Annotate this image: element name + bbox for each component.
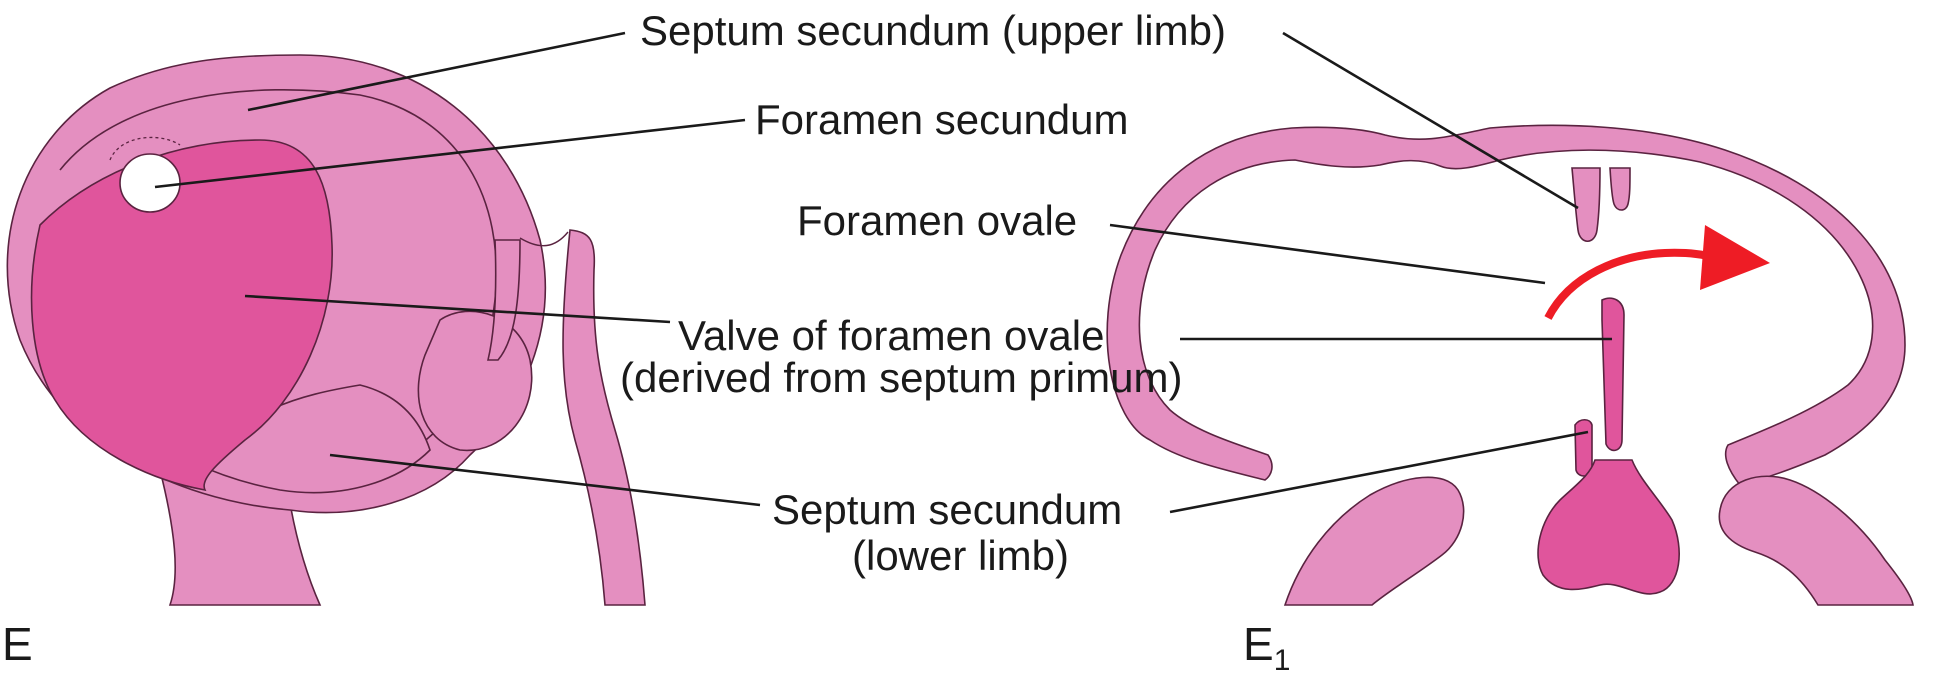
lower-left-mass — [1283, 476, 1465, 606]
lower-right-mass — [1718, 475, 1914, 606]
blood-flow-arrow-icon — [1544, 248, 1719, 320]
septum-primum-flap — [1601, 297, 1625, 452]
label-septum-secundum-lower-line1: Septum secundum — [772, 486, 1122, 533]
heart-interior-view — [6, 54, 646, 606]
valve-of-foramen-ovale-shape — [30, 139, 333, 492]
panel-label-e: E — [2, 618, 33, 670]
right-wall-strip — [486, 239, 521, 361]
panel-labels: E E1 — [2, 618, 1290, 675]
leader-septum-upper-left — [247, 31, 626, 112]
lower-limb-stub — [1574, 418, 1593, 477]
leader-foramen-secundum — [154, 118, 746, 189]
leader-foramen-ovale — [1109, 223, 1546, 285]
s-shaped-tube — [562, 229, 646, 606]
foramen-dashed-rim — [109, 136, 181, 161]
heart-section-view — [1106, 124, 1914, 606]
panel-label-e1: E1 — [1243, 618, 1290, 675]
leader-lines — [154, 31, 1612, 514]
septum-lobe — [417, 310, 533, 452]
label-foramen-ovale: Foramen ovale — [797, 197, 1077, 244]
leader-septum-upper-right — [1282, 31, 1579, 210]
label-septum-secundum-upper: Septum secundum (upper limb) — [640, 7, 1226, 54]
leader-septum-lower-left — [329, 453, 761, 507]
label-valve-line1: Valve of foramen ovale — [678, 312, 1104, 359]
panel-label-e1-main: E — [1243, 618, 1274, 670]
upper-limb-drop — [1571, 167, 1601, 243]
panel-label-e1-sub: 1 — [1274, 644, 1291, 675]
label-foramen-secundum: Foramen secundum — [755, 96, 1129, 143]
upper-limb-small-drop — [1609, 167, 1631, 211]
leader-valve-left — [244, 294, 671, 324]
section-outer-wall — [1106, 124, 1906, 486]
atrium-tube-notch — [519, 231, 569, 247]
label-septum-secundum-lower-line2: (lower limb) — [852, 532, 1069, 579]
foramen-secundum-hole — [119, 153, 181, 213]
leader-septum-lower-right — [1169, 430, 1589, 514]
blood-flow-arrowhead-icon — [1700, 225, 1770, 290]
labels: Septum secundum (upper limb) Foramen sec… — [620, 7, 1226, 579]
label-valve-line2: (derived from septum primum) — [620, 354, 1182, 401]
septal-body — [1537, 459, 1680, 595]
